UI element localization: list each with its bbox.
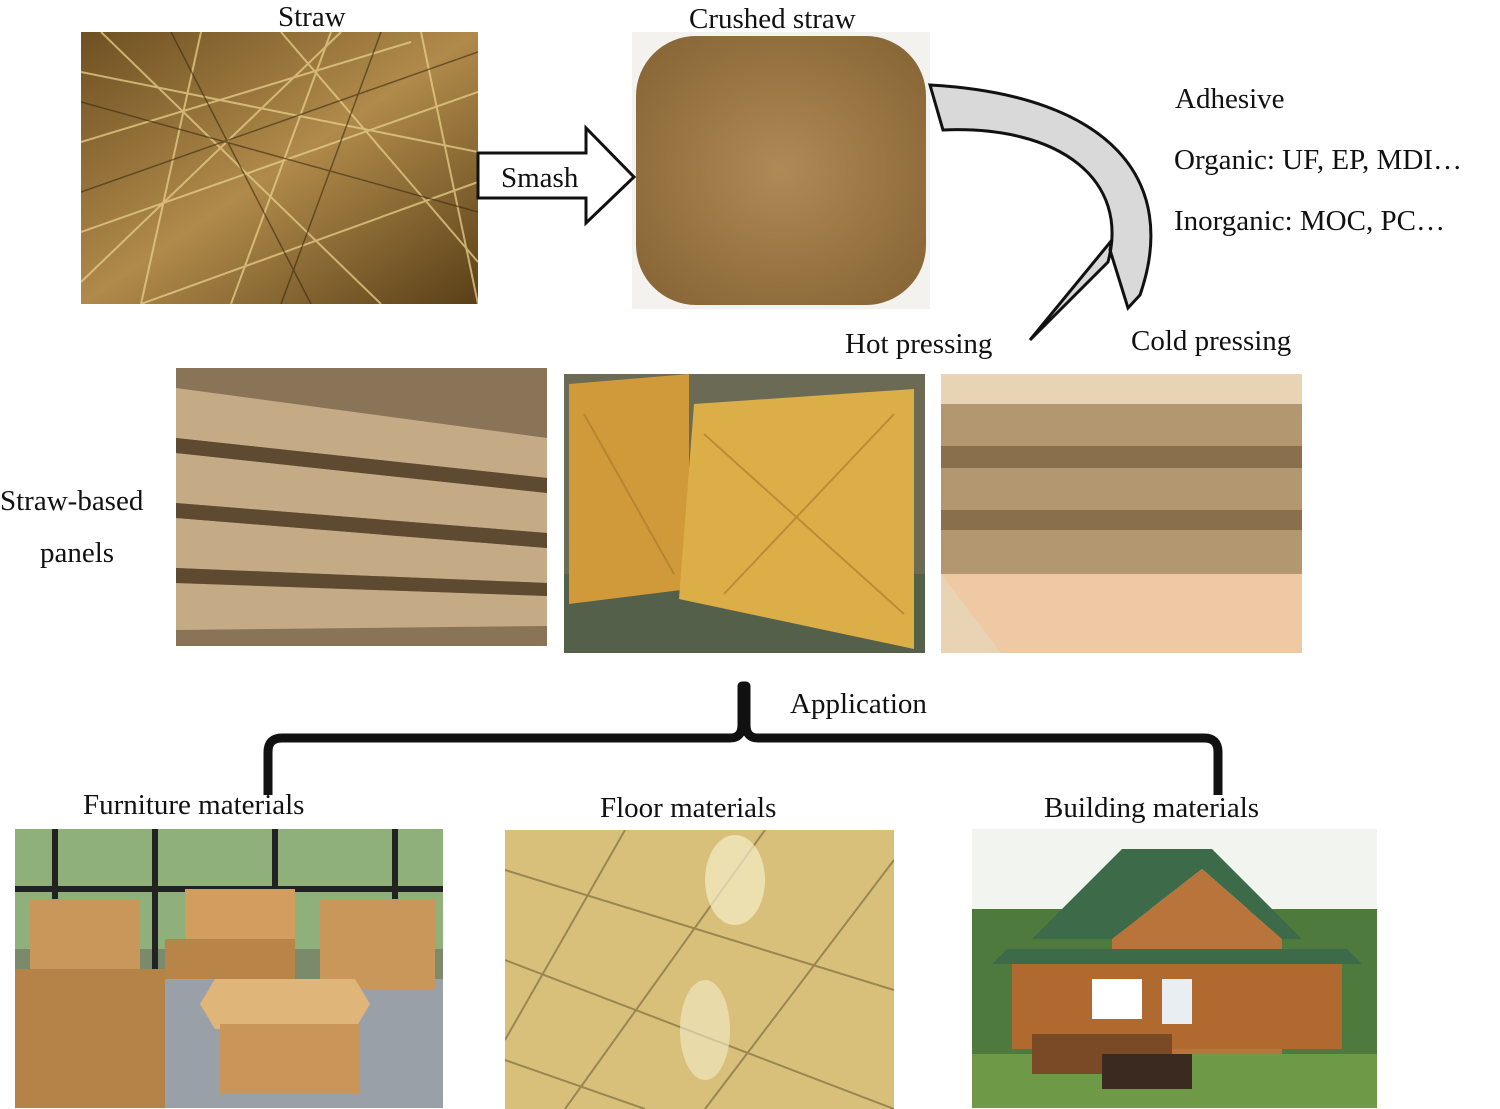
inorganic-adhesive-label: Inorganic: MOC, PC…	[1174, 205, 1445, 237]
osb-boards-photo	[564, 374, 925, 653]
panel-stack-photo	[176, 368, 547, 646]
organic-adhesive-label: Organic: UF, EP, MDI…	[1174, 144, 1462, 176]
straw-based-panels-label: Straw-based	[0, 485, 144, 517]
building-materials-label: Building materials	[1044, 792, 1260, 824]
straw-photo	[81, 32, 478, 304]
crushed-straw-label: Crushed straw	[689, 3, 856, 35]
floor-photo	[505, 830, 894, 1109]
hot-pressing-label: Hot pressing	[845, 328, 993, 360]
crushed-straw-photo	[632, 32, 930, 309]
smash-arrow-icon	[476, 124, 637, 227]
adhesive-label: Adhesive	[1175, 83, 1285, 115]
particle-board-photo	[941, 374, 1302, 653]
furniture-photo	[15, 829, 443, 1108]
smash-label: Smash	[501, 162, 579, 194]
cold-pressing-label: Cold pressing	[1131, 325, 1292, 357]
straw-label: Straw	[278, 1, 346, 33]
floor-materials-label: Floor materials	[600, 792, 777, 824]
application-bracket-icon	[263, 681, 1223, 795]
furniture-materials-label: Furniture materials	[83, 789, 305, 821]
straw-based-panels-label-line2: panels	[40, 537, 115, 569]
curved-process-arrow-icon	[927, 83, 1153, 342]
application-label: Application	[790, 688, 927, 720]
building-photo	[972, 829, 1377, 1108]
